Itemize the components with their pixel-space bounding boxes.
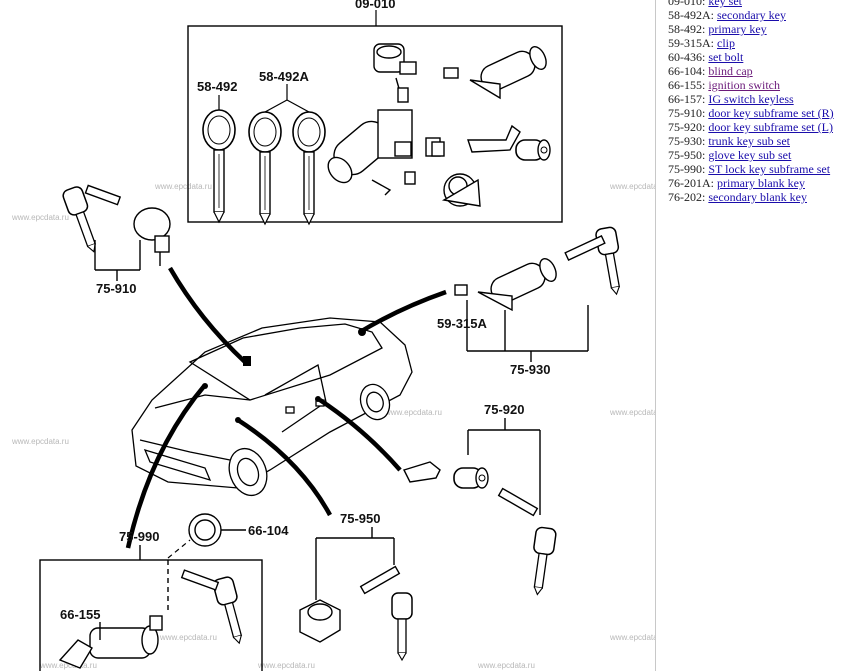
legend-link[interactable]: clip [717,36,735,50]
legend-code: 58-492: [668,22,706,36]
legend-link[interactable]: key set [708,0,742,8]
legend-row: 66-155: ignition switch [668,78,859,92]
legend-code: 75-920: [668,120,706,134]
small-parts-drawing [425,137,481,207]
callout-labels: 09-010 58-492 58-492A 75-910 59-315A 75-… [60,0,550,622]
watermark: www.epcdata.ru [257,661,315,670]
watermark: www.epcdata.ru [609,182,655,191]
legend-row: 66-157: IG switch keyless [668,92,859,106]
legend-code: 75-950: [668,148,706,162]
watermark: www.epcdata.ru [477,661,535,670]
legend-row: 60-436: set bolt [668,50,859,64]
legend-row: 75-950: glove key sub set [668,148,859,162]
legend-row: 09-010: key set [668,0,859,8]
callout-66-155[interactable]: 66-155 [60,607,100,622]
legend-link[interactable]: set bolt [708,50,744,64]
glove-cylinder-drawing [299,599,341,643]
legend-code: 75-930: [668,134,706,148]
watermark: www.epcdata.ru [154,182,212,191]
callout-09-010[interactable]: 09-010 [355,0,395,11]
legend-code: 76-201A: [668,176,714,190]
callout-75-950[interactable]: 75-950 [340,511,380,526]
legend-link[interactable]: primary key [708,22,767,36]
dash-line [167,539,191,559]
legend-link[interactable]: ST lock key subframe set [708,162,831,176]
watermark: www.epcdata.ru [11,437,69,446]
legend-row: 58-492A: secondary key [668,8,859,22]
door-lever-drawing [467,124,551,161]
st-lock-box [39,559,263,671]
watermark: www.epcdata.ru [384,408,442,417]
st-lock-group [39,545,263,671]
door-key-r-group [60,184,171,281]
legend-code: 75-990: [668,162,706,176]
door-lever-l-drawing [403,461,441,483]
legend-code: 59-315A: [668,36,714,50]
callout-75-920[interactable]: 75-920 [484,402,524,417]
legend-row: 76-201A: primary blank key [668,176,859,190]
legend-link[interactable]: secondary key [717,8,786,22]
legend-code: 09-010: [668,0,706,8]
legend-link[interactable]: door key subframe set (R) [708,106,834,120]
leader-dots [202,328,366,423]
legend-link[interactable]: blind cap [708,64,753,78]
callout-75-990[interactable]: 75-990 [119,529,159,544]
legend-code: 75-910: [668,106,706,120]
legend-row: 59-315A: clip [668,36,859,50]
legend-link[interactable]: primary blank key [717,176,805,190]
callout-66-104[interactable]: 66-104 [248,523,289,538]
blind-cap-drawing [188,513,246,547]
legend-row: 76-202: secondary blank key [668,190,859,204]
secondary-keys-drawing [248,111,326,225]
legend-row: 75-990: ST lock key subframe set [668,162,859,176]
legend-code: 66-157: [668,92,706,106]
key-set-group [187,10,563,225]
callout-58-492a[interactable]: 58-492A [259,69,309,84]
glove-key-group [299,527,413,661]
primary-key-drawing [202,109,236,223]
legend-link[interactable]: secondary blank key [708,190,807,204]
key-set-box [187,25,563,223]
legend-link[interactable]: door key subframe set (L) [708,120,833,134]
door-key-l-group [403,418,558,597]
callout-58-492[interactable]: 58-492 [197,79,237,94]
door-cylinder-drawing [373,43,417,103]
legend-link[interactable]: IG switch keyless [708,92,794,106]
callout-59-315a[interactable]: 59-315A [437,316,487,331]
watermark: www.epcdata.ru [609,633,655,642]
legend-link[interactable]: trunk key sub set [708,134,790,148]
legend-code: 66-104: [668,64,706,78]
watermark: www.epcdata.ru [159,633,217,642]
car-drawing [131,317,413,497]
trunk-cylinder-drawing [443,46,547,100]
legend-code: 66-155: [668,78,706,92]
legend-row: 75-920: door key subframe set (L) [668,120,859,134]
legend-link[interactable]: ignition switch [708,78,781,92]
legend-code: 60-436: [668,50,706,64]
callout-75-930[interactable]: 75-930 [510,362,550,377]
door-key-r-cylinder [133,207,171,266]
trunk-key-group [454,225,628,362]
callout-75-910[interactable]: 75-910 [96,281,136,296]
legend-code: 58-492A: [668,8,714,22]
legend-code: 76-202: [668,190,706,204]
trunk-cylinder-drawing [454,258,557,312]
legend-row: 75-930: trunk key sub set [668,134,859,148]
leader-lines [125,266,447,549]
watermark: www.epcdata.ru [39,661,97,670]
legend-row: 75-910: door key subframe set (R) [668,106,859,120]
ignition-switch-drawing [58,615,163,669]
diagram-canvas: www.epcdata.ru www.epcdata.ru www.epcdat… [11,0,655,671]
legend-row: 66-104: blind cap [668,64,859,78]
watermark: www.epcdata.ru [11,213,69,222]
watermark: www.epcdata.ru [609,408,655,417]
ignition-cylinder-drawing [327,109,416,196]
legend-link[interactable]: glove key sub set [708,148,792,162]
legend-row: 58-492: primary key [668,22,859,36]
parts-diagram: www.epcdata.ru www.epcdata.ru www.epcdat… [11,0,656,671]
